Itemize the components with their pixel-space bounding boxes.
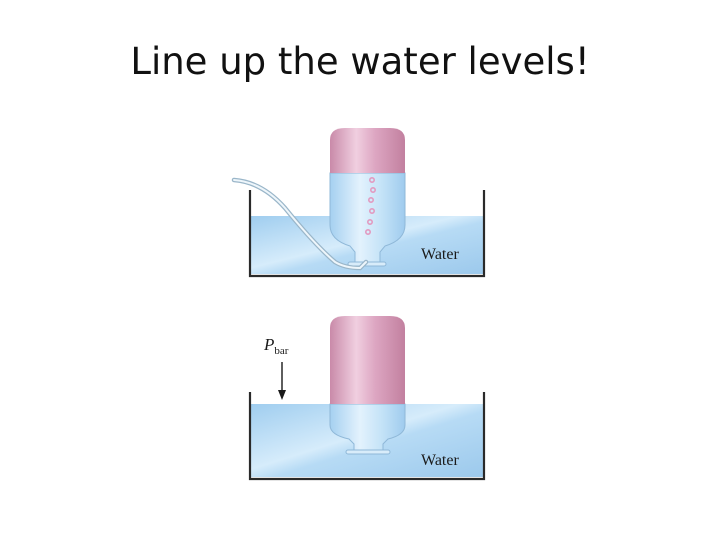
bottom-basin bbox=[248, 392, 486, 481]
top-basin bbox=[248, 190, 486, 278]
bottom-water-label: Water bbox=[421, 452, 459, 469]
top-water-label: Water bbox=[421, 246, 459, 263]
slide-title: Line up the water levels! bbox=[130, 40, 590, 83]
bottom-bottle-gas bbox=[330, 316, 405, 404]
top-gas-bubbles bbox=[364, 177, 376, 236]
top-diagram: Water bbox=[231, 128, 486, 278]
pressure-label: Pbar bbox=[263, 335, 289, 357]
top-bottle-gas bbox=[330, 128, 405, 173]
pressure-arrow bbox=[278, 362, 286, 400]
bottom-bottle-flange bbox=[345, 449, 391, 455]
bottom-diagram: Pbar Water bbox=[248, 316, 486, 481]
